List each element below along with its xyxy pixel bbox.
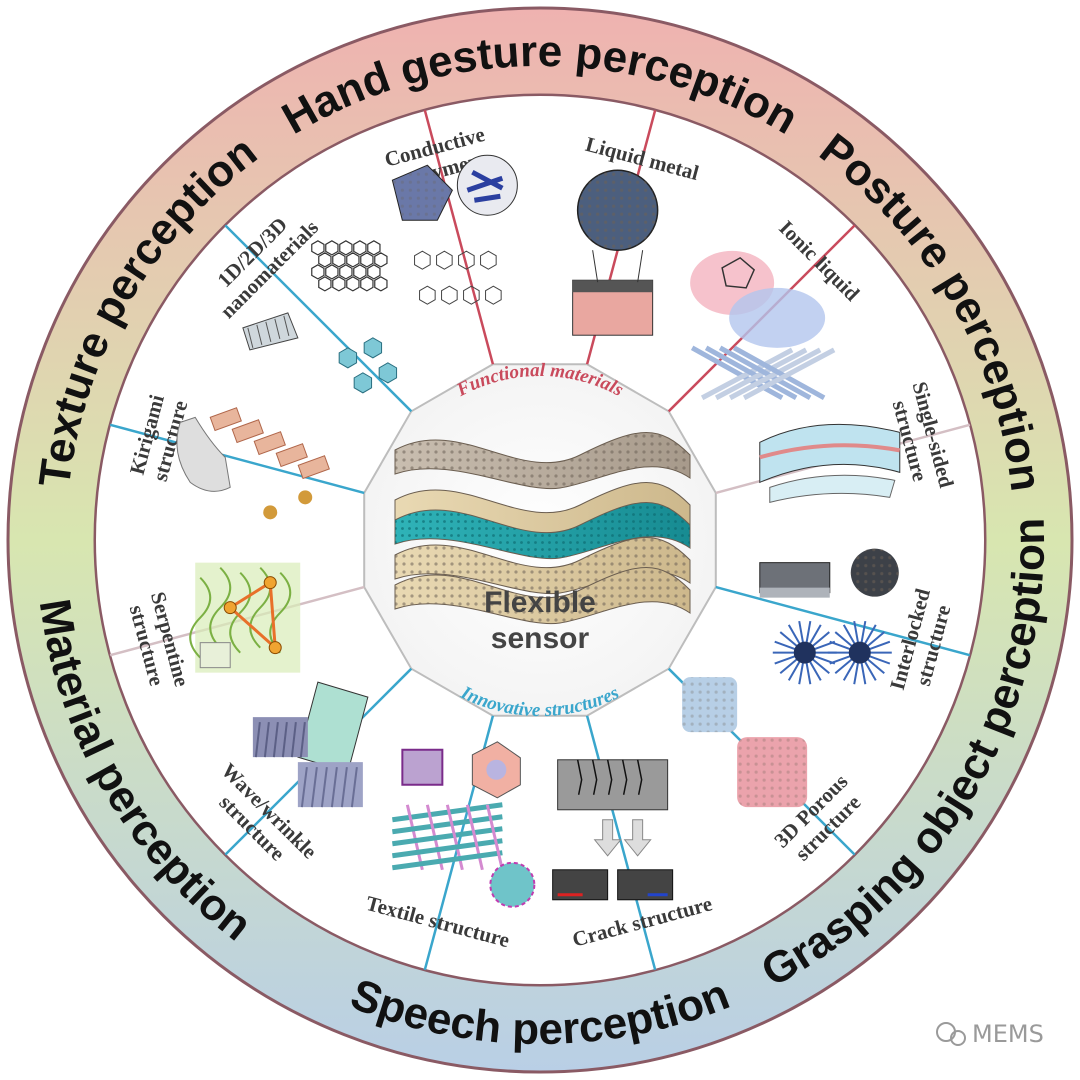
interlocked-icon (759, 548, 899, 685)
single-sided-icon (759, 423, 901, 503)
serpentine-icon (189, 562, 301, 673)
wave-wrinkle-icon (252, 681, 369, 808)
segment-divider (715, 585, 971, 657)
segment-divider (109, 423, 365, 495)
segment-divider (224, 224, 413, 413)
segment-divider (585, 715, 657, 971)
segment-divider (423, 109, 495, 365)
watermark-text: MEMS (972, 1020, 1044, 1048)
conductive-polymer-icon (391, 154, 518, 305)
ionic-liquid-icon (690, 250, 836, 401)
crack-icon (552, 759, 674, 901)
center-title-line2: sensor (491, 622, 590, 655)
flexible-sensor-layers-icon (394, 432, 691, 625)
kirigami-icon (176, 407, 330, 520)
liquid-metal-icon (572, 169, 659, 336)
watermark: MEMS (936, 1020, 1044, 1048)
textile-icon (392, 741, 536, 908)
porous-cube-icon (682, 677, 808, 808)
center-title-line1: Flexible (484, 586, 596, 619)
nanomaterials-icon (242, 240, 398, 394)
